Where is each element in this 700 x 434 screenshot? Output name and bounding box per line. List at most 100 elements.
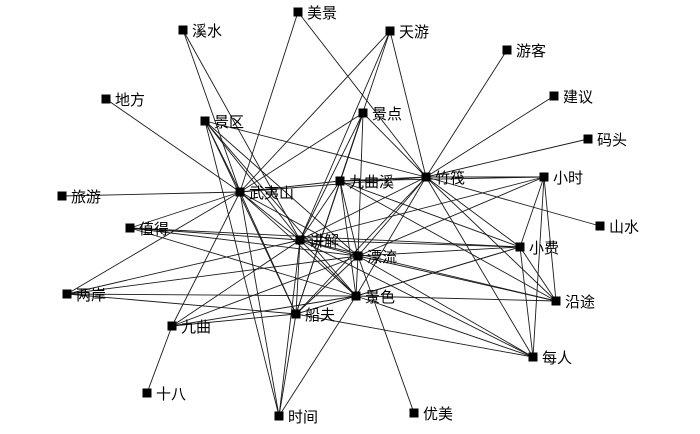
- edge-matou-zhufa: [425, 138, 589, 178]
- node-matou[interactable]: 码头: [583, 131, 628, 149]
- edge-jingse-shijian: [278, 295, 357, 417]
- edge-jiangjie-shijian: [278, 239, 301, 417]
- edge-jingqu-jingse: [204, 120, 357, 297]
- node-marker: [57, 191, 67, 201]
- node-label: 旅游: [71, 188, 101, 206]
- node-label: 十八: [156, 385, 186, 403]
- node-marker: [101, 94, 111, 104]
- edge-tianyou-zhufa: [389, 30, 427, 178]
- edge-jingqu-shijian: [204, 120, 280, 417]
- node-jiangjie[interactable]: 讲解: [295, 232, 340, 250]
- node-jiuquxi[interactable]: 九曲溪: [335, 173, 395, 191]
- edge-zhide-piaoliu: [129, 227, 359, 257]
- edge-chuanfu-liangan: [66, 293, 297, 315]
- node-xiaofei[interactable]: 小费: [515, 239, 560, 257]
- node-shijian[interactable]: 时间: [274, 408, 319, 426]
- node-label: 游客: [516, 42, 546, 60]
- node-jingdian[interactable]: 景点: [358, 105, 403, 123]
- node-label: 山水: [609, 218, 639, 236]
- edge-piaoliu-jingse: [355, 255, 359, 297]
- node-label: 地方: [115, 91, 145, 109]
- edge-meijing-wuyishan: [239, 11, 299, 193]
- node-lvyou[interactable]: 旅游: [57, 188, 102, 206]
- node-zhide[interactable]: 值得: [125, 220, 170, 238]
- edge-jiuqu-shiba: [146, 325, 173, 394]
- edge-wuyishan-shijian: [239, 191, 280, 417]
- node-marker: [291, 309, 301, 319]
- node-tianyou[interactable]: 天游: [385, 23, 430, 41]
- edge-jiuquxi-piaoliu: [339, 180, 359, 257]
- edge-zhide-xiaofei: [129, 227, 521, 248]
- edge-jingdian-wuyishan: [239, 112, 364, 193]
- edge-jiangjie-yantu: [299, 239, 557, 302]
- node-xiaoshi[interactable]: 小时: [539, 169, 584, 187]
- node-jiuqu[interactable]: 九曲: [167, 318, 212, 336]
- edge-tianyou-jiangjie: [299, 30, 391, 241]
- edge-jingdian-jiangjie: [299, 112, 364, 241]
- edge-jianyi-zhufa: [425, 95, 555, 178]
- node-label: 两岸: [76, 286, 106, 304]
- node-difang[interactable]: 地方: [101, 91, 146, 109]
- edge-wuyishan-jiuqu: [171, 191, 241, 327]
- edge-chuanfu-shijian: [278, 313, 297, 417]
- node-wuyishan[interactable]: 武夷山: [235, 184, 295, 202]
- node-label: 竹筏: [435, 169, 465, 187]
- edge-piaoliu-youmei: [357, 255, 415, 414]
- edge-lvyou-wuyishan: [61, 191, 241, 197]
- node-jingse[interactable]: 景色: [351, 288, 396, 306]
- node-jingqu[interactable]: 景区: [200, 113, 245, 131]
- edge-piaoliu-yantu: [357, 255, 557, 302]
- node-youmei[interactable]: 优美: [409, 405, 454, 423]
- node-marker: [539, 172, 549, 182]
- node-marker: [551, 296, 561, 306]
- node-label: 码头: [597, 131, 627, 149]
- node-yantu[interactable]: 沿途: [551, 293, 596, 311]
- node-shanshui[interactable]: 山水: [595, 218, 640, 236]
- node-marker: [583, 134, 593, 144]
- edge-piaoliu-liangan: [66, 255, 359, 295]
- edge-jiuquxi-xiaoshi: [339, 176, 545, 182]
- node-label: 美景: [307, 4, 337, 22]
- edge-piaoliu-meiren: [357, 255, 534, 358]
- edge-zhufa-shanshui: [425, 176, 601, 227]
- node-piaoliu[interactable]: 漂流: [353, 248, 398, 266]
- edge-difang-wuyishan: [105, 98, 241, 193]
- edge-jiuquxi-yantu: [339, 180, 557, 302]
- node-shiba[interactable]: 十八: [142, 385, 187, 403]
- edge-meijing-zhufa: [297, 11, 427, 178]
- node-label: 武夷山: [249, 184, 294, 202]
- edge-zhide-jiangjie: [129, 227, 301, 241]
- node-meiren[interactable]: 每人: [528, 349, 573, 367]
- node-meijing[interactable]: 美景: [293, 4, 338, 22]
- node-marker: [409, 408, 419, 418]
- edge-zhufa-meiren: [425, 176, 534, 358]
- edge-meiren-xiaoshi: [532, 176, 545, 358]
- edge-wuyishan-liangan: [66, 191, 241, 295]
- edge-xiaofei-meiren: [519, 246, 534, 358]
- edge-jiangjie-meiren: [299, 239, 534, 358]
- node-label: 天游: [399, 23, 429, 41]
- edge-jiangjie-chuanfu: [295, 239, 301, 315]
- node-marker: [358, 108, 368, 118]
- edge-jingdian-zhufa: [362, 112, 427, 178]
- node-liangan[interactable]: 两岸: [62, 286, 107, 304]
- node-marker: [502, 45, 512, 55]
- node-chuanfu[interactable]: 船夫: [291, 306, 336, 324]
- node-marker: [62, 289, 72, 299]
- node-label: 沿途: [565, 293, 595, 311]
- node-label: 讲解: [309, 232, 339, 250]
- edge-xishui-wuyishan: [182, 29, 241, 193]
- node-xishui[interactable]: 溪水: [178, 22, 223, 40]
- node-zhufa[interactable]: 竹筏: [421, 169, 466, 187]
- edge-piaoliu-xiaofei: [357, 246, 521, 257]
- node-marker: [385, 26, 395, 36]
- node-label: 小费: [529, 239, 559, 257]
- node-marker: [515, 242, 525, 252]
- node-marker: [178, 25, 188, 35]
- node-jianyi[interactable]: 建议: [549, 88, 594, 106]
- node-youke[interactable]: 游客: [502, 42, 547, 60]
- edge-zhufa-chuanfu: [295, 176, 427, 315]
- edge-wuyishan-piaoliu: [239, 191, 359, 257]
- edge-jingqu-zhufa: [204, 120, 427, 178]
